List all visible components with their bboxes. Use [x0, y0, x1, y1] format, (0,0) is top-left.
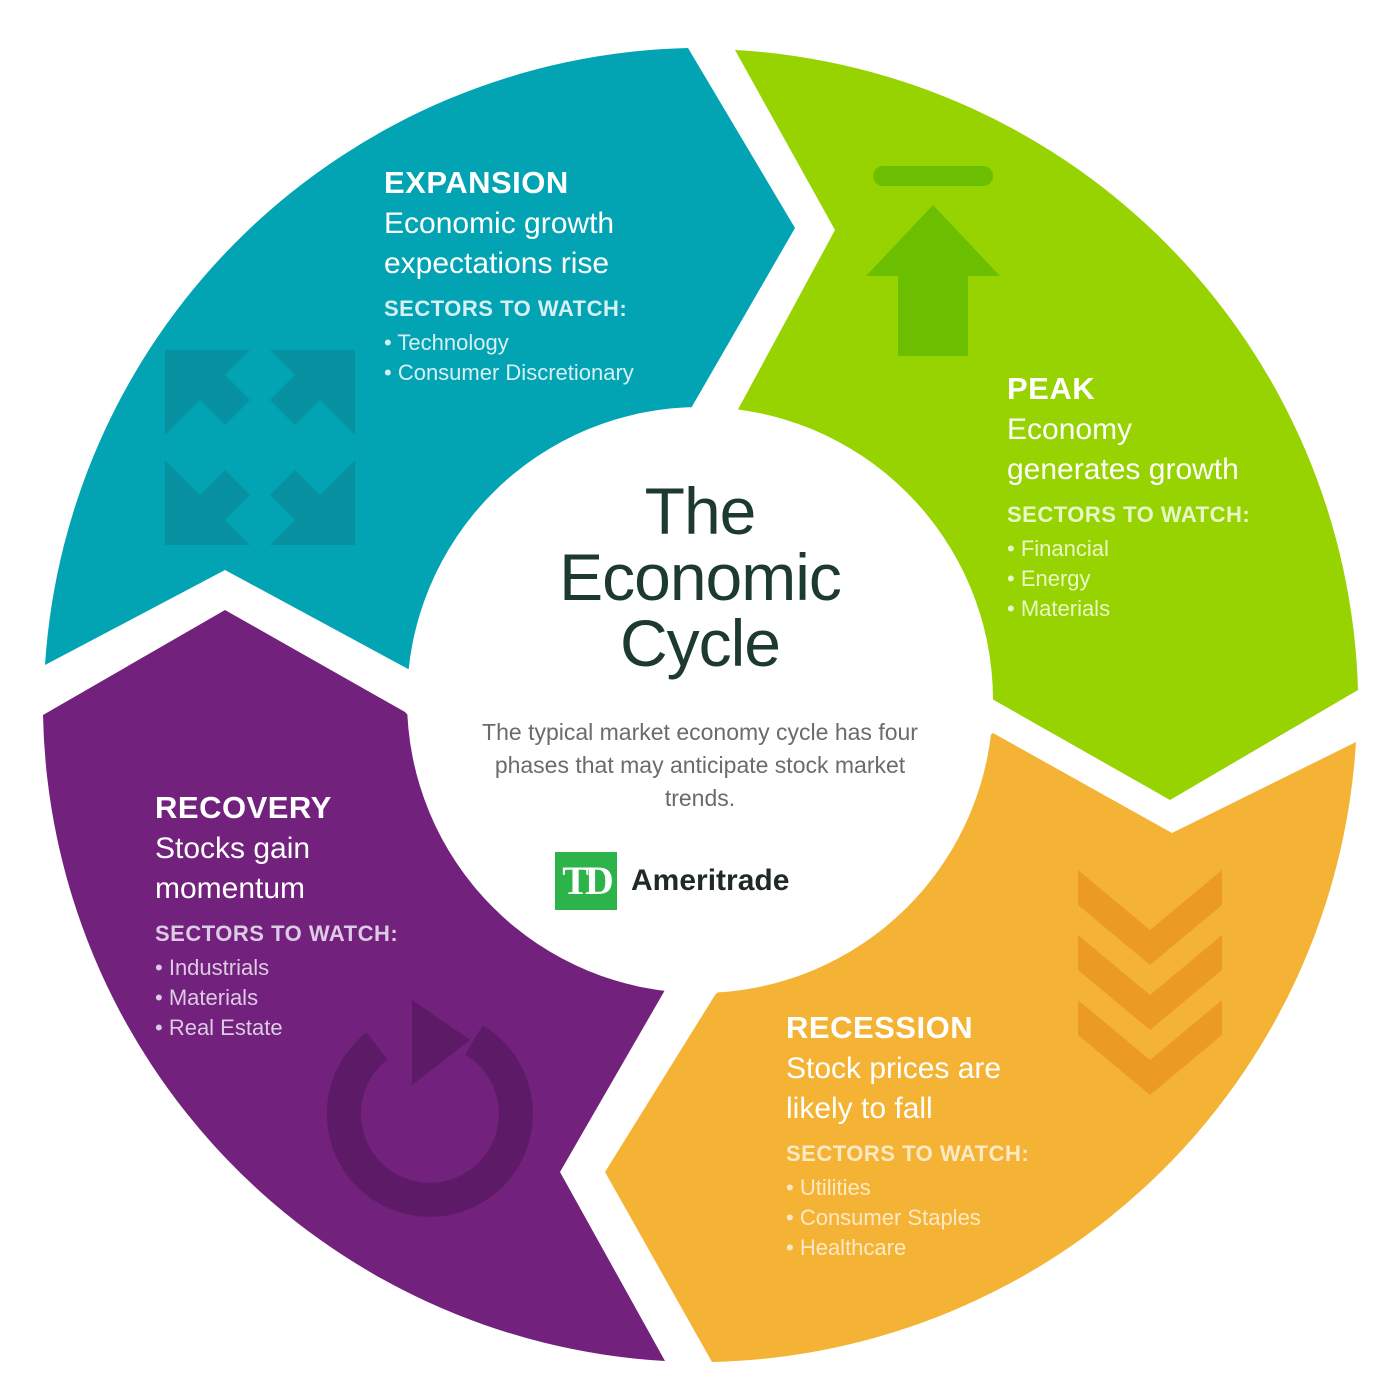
sectors-heading: SECTORS TO WATCH: — [384, 296, 628, 321]
brand-name: Ameritrade — [631, 864, 790, 897]
sector-item: Energy — [1007, 564, 1250, 594]
sector-item: Consumer Discretionary — [384, 358, 634, 388]
sector-item: Materials — [1007, 594, 1250, 624]
phase-expansion: EXPANSION Economic growth expectations r… — [384, 164, 634, 388]
phase-description: Economy generates growth — [1007, 410, 1250, 490]
brand-logo: TD Ameritrade — [555, 852, 789, 910]
phase-description: Economic growth expectations rise — [384, 204, 634, 284]
sector-item: Real Estate — [155, 1013, 398, 1043]
sector-item: Utilities — [786, 1173, 1029, 1203]
sector-list: Financial Energy Materials — [1007, 534, 1250, 624]
sector-item: Materials — [155, 983, 398, 1013]
sector-list: Technology Consumer Discretionary — [384, 328, 634, 388]
title-line: The — [644, 474, 757, 548]
title-line: Cycle — [619, 606, 781, 680]
phase-recession: RECESSION Stock prices are likely to fal… — [786, 1009, 1029, 1263]
description-line: Economic growth — [384, 207, 615, 240]
sectors-heading: SECTORS TO WATCH: — [786, 1141, 1030, 1166]
description-line: Economy — [1007, 413, 1133, 446]
sector-item: Technology — [384, 328, 634, 358]
phase-name: PEAK — [1007, 371, 1096, 406]
phase-description: Stocks gain momentum — [155, 829, 398, 909]
phase-recovery: RECOVERY Stocks gain momentum SECTORS TO… — [155, 789, 398, 1043]
phase-description: Stock prices are likely to fall — [786, 1049, 1029, 1129]
expand-arrows-icon — [165, 350, 355, 545]
diagram-title: The Economic Cycle — [500, 478, 900, 676]
description-line: generates growth — [1007, 453, 1239, 486]
arrow-up-to-bar-icon — [866, 166, 1000, 356]
description-line: expectations rise — [384, 247, 610, 280]
phase-peak: PEAK Economy generates growth SECTORS TO… — [1007, 370, 1250, 624]
description-line: Stock prices are — [786, 1052, 1002, 1085]
td-logo-mark: TD — [555, 852, 617, 910]
sector-list: Utilities Consumer Staples Healthcare — [786, 1173, 1029, 1263]
circular-arrow-icon — [326, 1000, 533, 1217]
triple-chevron-down-icon — [1078, 870, 1222, 1095]
sector-item: Consumer Staples — [786, 1203, 1029, 1233]
sector-list: Industrials Materials Real Estate — [155, 953, 398, 1043]
phase-name: EXPANSION — [384, 165, 569, 200]
description-line: likely to fall — [786, 1092, 933, 1125]
sectors-heading: SECTORS TO WATCH: — [1007, 502, 1251, 527]
sectors-heading: SECTORS TO WATCH: — [155, 921, 399, 946]
description-line: momentum — [155, 872, 306, 905]
title-line: Economic — [559, 540, 842, 614]
phase-name: RECOVERY — [155, 790, 332, 825]
sector-item: Industrials — [155, 953, 398, 983]
description-line: Stocks gain — [155, 832, 311, 865]
phase-name: RECESSION — [786, 1010, 974, 1045]
sector-item: Financial — [1007, 534, 1250, 564]
diagram-subtitle: The typical market economy cycle has fou… — [482, 719, 918, 811]
sector-item: Healthcare — [786, 1233, 1029, 1263]
center-disk — [407, 407, 993, 993]
